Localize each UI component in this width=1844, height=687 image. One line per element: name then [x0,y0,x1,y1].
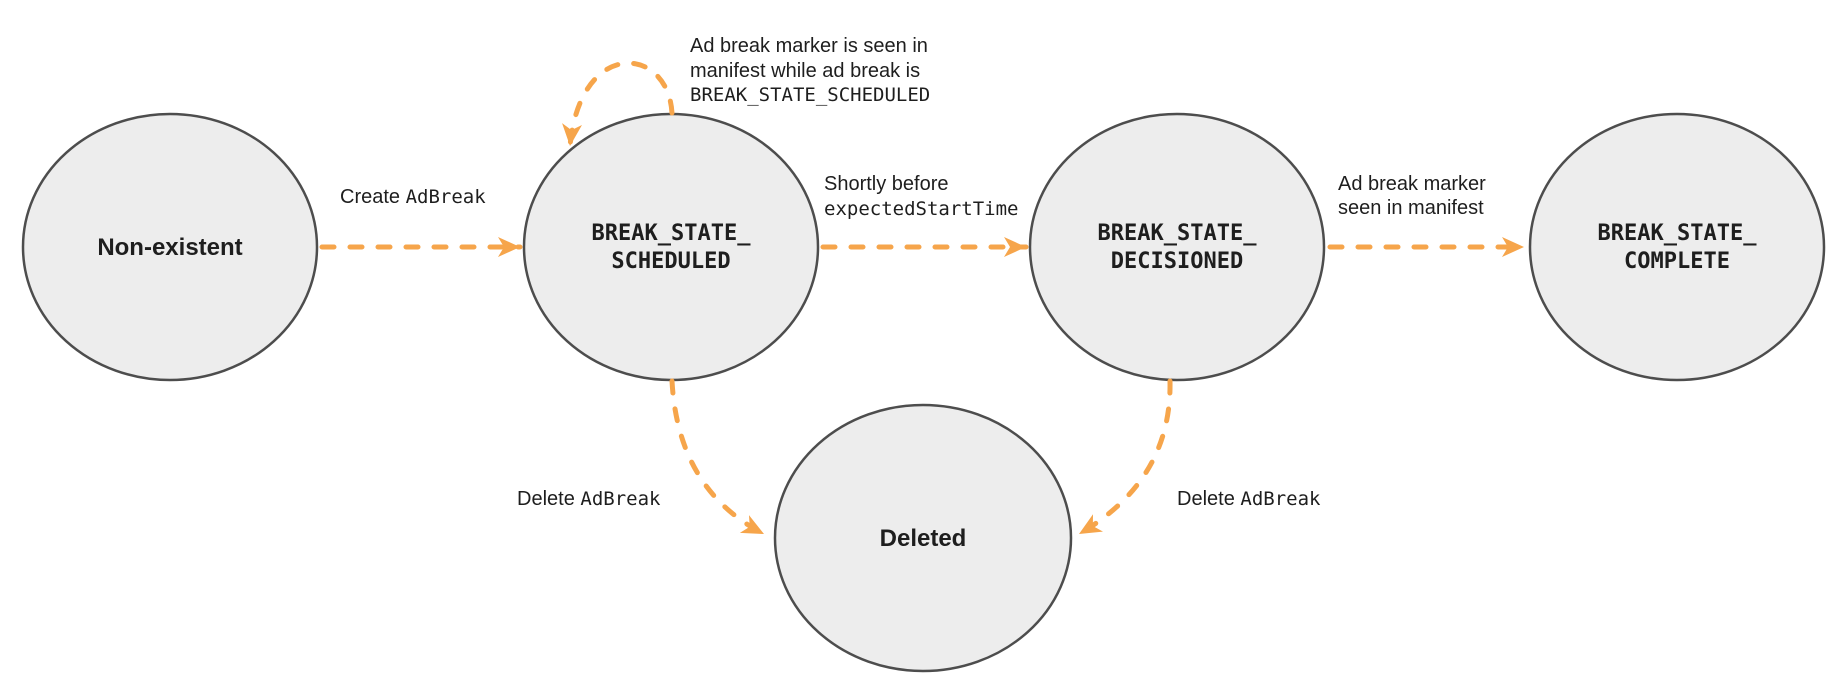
state-node-break-state-decisioned: BREAK_STATE_ DECISIONED [1028,112,1326,382]
state-label-break-state-decisioned-line1: BREAK_STATE_ [1098,221,1258,246]
state-label-deleted: Deleted [880,525,967,552]
state-label-break-state-decisioned-line2: DECISIONED [1111,249,1243,274]
state-circle-break-state-decisioned [1028,112,1326,382]
transition-label-self-loop-line3: BREAK_STATE_SCHEDULED [690,84,930,106]
transition-label-self-loop-line2: manifest while ad break is [690,60,920,82]
state-label-break-state-complete-line2: COMPLETE [1624,249,1730,274]
transition-label-delete-left-text: Delete [517,488,580,510]
state-node-break-state-complete: BREAK_STATE_ COMPLETE [1528,112,1826,382]
state-label-break-state-scheduled-line2: SCHEDULED [611,249,730,274]
edge-scheduled-self-loop [562,60,675,149]
transition-label-delete-left-code: AdBreak [580,488,661,510]
state-circle-deleted [773,403,1073,673]
transition-label-delete-adbreak-right: Delete AdBreak [1177,488,1321,510]
transition-label-marker-seen-line1: Ad break marker [1338,173,1486,195]
state-label-break-state-scheduled-line1: BREAK_STATE_ [592,221,752,246]
transition-label-create-adbreak-code: AdBreak [406,186,487,208]
transition-label-delete-right-code: AdBreak [1240,488,1321,510]
transition-label-delete-adbreak-left: Delete AdBreak [517,488,661,510]
state-node-break-state-scheduled: BREAK_STATE_ SCHEDULED [522,112,820,382]
transition-label-marker-seen: Ad break marker seen in manifest [1338,173,1486,219]
transition-label-delete-right-text: Delete [1177,488,1240,510]
state-node-non-existent: Non-existent [21,112,319,382]
transition-label-create-adbreak-text: Create [340,186,406,208]
state-circle-break-state-complete [1528,112,1826,382]
transition-label-marker-seen-line2: seen in manifest [1338,197,1484,219]
transition-label-self-loop-line1: Ad break marker is seen in [690,35,928,57]
state-label-break-state-complete-line1: BREAK_STATE_ [1598,221,1758,246]
edge-decisioned-to-deleted [1076,378,1173,537]
transition-label-shortly-before-text: Shortly before [824,173,949,195]
state-circle-non-existent [21,112,319,382]
transition-label-shortly-before-code: expectedStartTime [824,198,1018,220]
state-label-non-existent: Non-existent [97,234,242,261]
transition-label-shortly-before: Shortly before expectedStartTime [824,173,1018,220]
state-node-deleted: Deleted [773,403,1073,673]
transition-label-self-loop: Ad break marker is seen in manifest whil… [690,35,930,106]
state-circle-break-state-scheduled [522,112,820,382]
transition-label-create-adbreak: Create AdBreak [340,186,486,208]
edge-scheduled-to-deleted [669,378,767,537]
